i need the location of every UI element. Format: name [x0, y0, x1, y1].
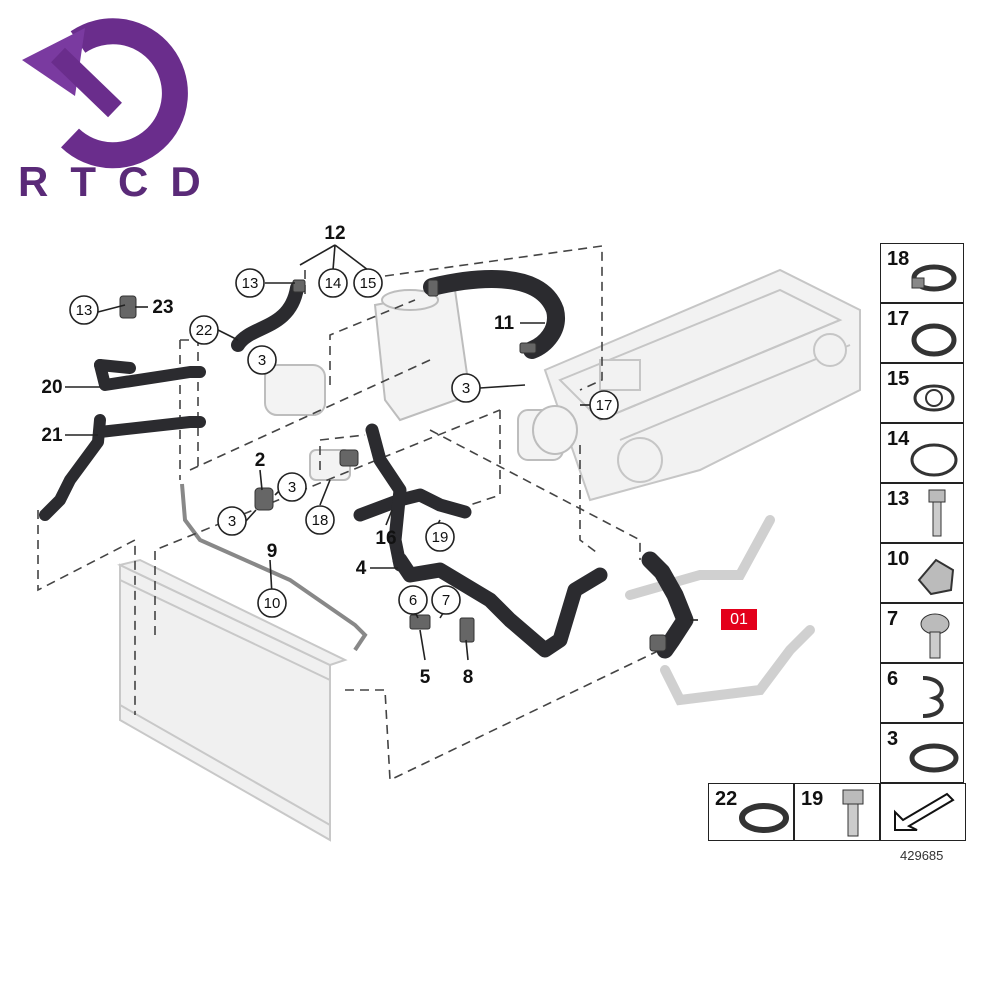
callout-21: 21	[41, 425, 63, 446]
callout-5: 5	[420, 667, 431, 688]
hose-16	[353, 488, 472, 522]
callout-7: 7	[442, 592, 450, 609]
callout-15: 15	[360, 275, 377, 292]
callout-23: 23	[152, 297, 173, 318]
brand-name: RTCD	[18, 158, 223, 205]
diagram-code: 429685	[900, 848, 944, 863]
callout-16: 16	[375, 528, 396, 549]
brand-logo-icon	[22, 18, 188, 169]
clamps	[119, 279, 667, 652]
navigation-arrow-box	[880, 783, 966, 841]
legend-item-22: 22	[708, 783, 794, 841]
clip-icon	[917, 558, 955, 596]
callout-10: 10	[264, 595, 281, 612]
legend-item-17: 17	[880, 303, 964, 363]
callout-6: 6	[409, 592, 417, 609]
callout-4: 4	[356, 558, 367, 579]
hose-20	[94, 359, 206, 391]
callout-circles	[69, 268, 619, 618]
hoses	[39, 270, 694, 659]
callout-3d: 3	[228, 513, 236, 530]
callout-11: 11	[494, 313, 515, 334]
callout-12: 12	[324, 223, 345, 244]
legend-item-18: 18	[880, 243, 964, 303]
o-ring-icon	[911, 323, 957, 357]
callout-17: 17	[596, 397, 613, 414]
callout-22: 22	[196, 322, 213, 339]
callout-19: 19	[432, 529, 449, 546]
gasket-icon	[913, 384, 955, 412]
hose-clamp-icon	[911, 264, 957, 292]
hose-4	[392, 552, 608, 658]
expansion-tank-illustration	[264, 288, 578, 481]
legend-item-3: 3	[880, 723, 964, 783]
callout-3a: 3	[258, 352, 266, 369]
callout-9: 9	[267, 541, 278, 562]
radiator-illustration	[117, 558, 348, 842]
callout-14: 14	[325, 275, 342, 292]
callout-3c: 3	[288, 479, 296, 496]
screw-icon	[920, 613, 950, 659]
callout-8: 8	[463, 667, 474, 688]
bolt-icon	[928, 489, 946, 537]
legend-item-10: 10	[880, 543, 964, 603]
callout-13b: 13	[76, 302, 93, 319]
engine-block-illustration	[543, 268, 861, 502]
seal-ring-icon	[910, 443, 958, 477]
legend-item-14: 14	[880, 423, 964, 483]
callout-3b: 3	[462, 380, 470, 397]
hex-bolt-icon	[842, 789, 864, 837]
hose-11	[423, 270, 565, 359]
legend-item-6: 6	[880, 663, 964, 723]
legend-item-13: 13	[880, 483, 964, 543]
callout-13a: 13	[242, 275, 259, 292]
callout-2: 2	[255, 450, 266, 471]
legend-item-19: 19	[794, 783, 880, 841]
callout-20: 20	[41, 377, 62, 398]
hose-12	[231, 281, 304, 352]
solid-leaders	[65, 244, 698, 661]
highlight-label: 01	[721, 609, 757, 630]
band-clamp-icon	[739, 803, 789, 833]
hose-01-highlight	[641, 551, 694, 659]
callout-18: 18	[312, 512, 329, 529]
legend-num: 18	[887, 248, 910, 270]
bracket-clip-icon	[922, 676, 944, 718]
metal-pipe-9	[180, 483, 368, 652]
legend-item-15: 15	[880, 363, 964, 423]
legend-item-7: 7	[880, 603, 964, 663]
ghost-pipes	[625, 515, 815, 706]
spring-clamp-icon	[909, 743, 959, 773]
arrow-icon	[894, 792, 955, 831]
